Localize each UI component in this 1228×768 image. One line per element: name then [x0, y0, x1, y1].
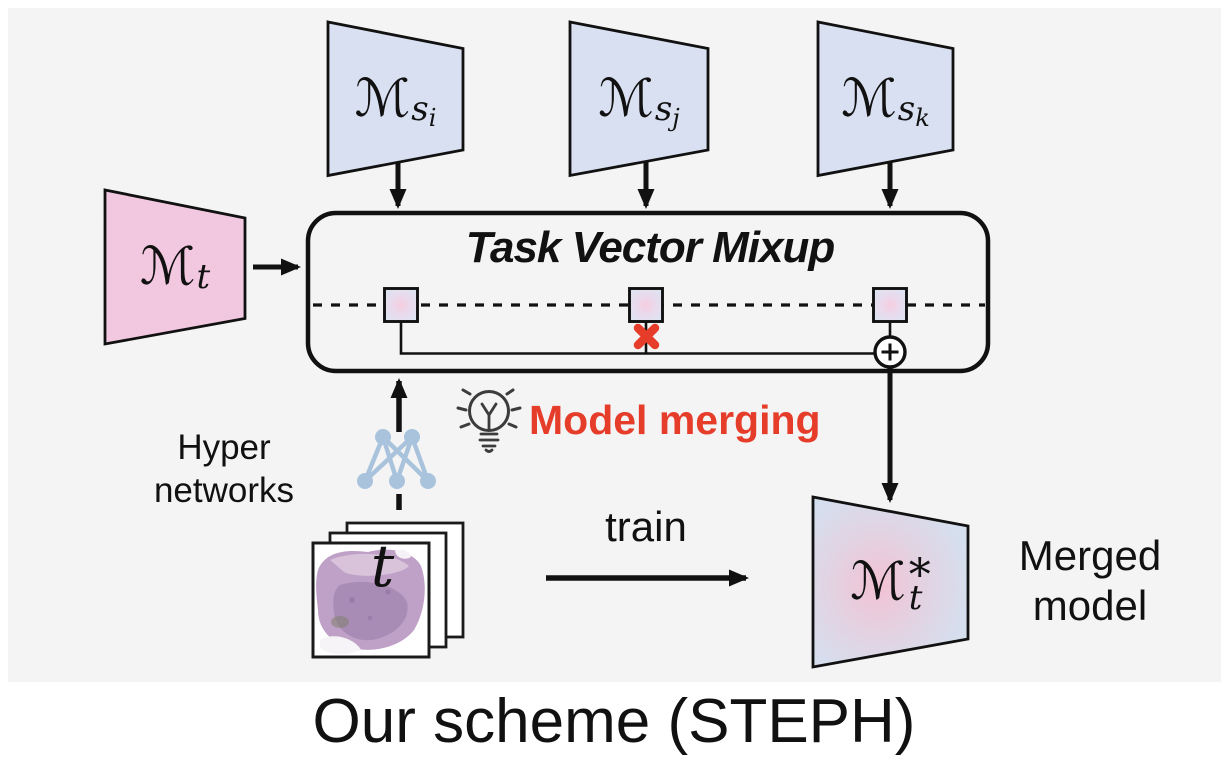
model-merging-label: Model merging [529, 397, 821, 443]
task-vector-square-2 [628, 287, 664, 323]
task-vector-square-1 [383, 287, 419, 323]
merged-model-label: Merged model [995, 531, 1185, 631]
source-model-k-shape [816, 20, 955, 178]
merged-model-shape [811, 495, 970, 669]
cross-icon [633, 323, 660, 350]
connector-left-square [399, 321, 875, 355]
target-model-shape [103, 188, 247, 346]
lightbulb-icon [456, 388, 522, 453]
histology-image [316, 549, 425, 655]
source-model-i-shape [326, 20, 465, 178]
merged-model-symbol: ℳ*t [850, 550, 931, 618]
merged-model-line2: model [1032, 582, 1148, 629]
merged-model-line1: Merged [1018, 532, 1162, 579]
hyper-networks-line2: networks [153, 471, 295, 510]
task-image-label: t [370, 532, 395, 600]
task-image-stack [311, 521, 465, 659]
task-vector-square-3 [872, 287, 908, 323]
figure-caption: Our scheme (STEPH) [312, 687, 916, 756]
source-model-j-shape [568, 20, 710, 178]
hyper-networks-line1: Hyper [177, 428, 271, 467]
hyper-networks-label: Hyper networks [118, 426, 330, 512]
train-label: train [605, 503, 687, 550]
plus-circle-icon [873, 335, 907, 369]
mixup-box-title: Task Vector Mixup [465, 223, 836, 272]
hypernetwork-icon [357, 429, 436, 489]
